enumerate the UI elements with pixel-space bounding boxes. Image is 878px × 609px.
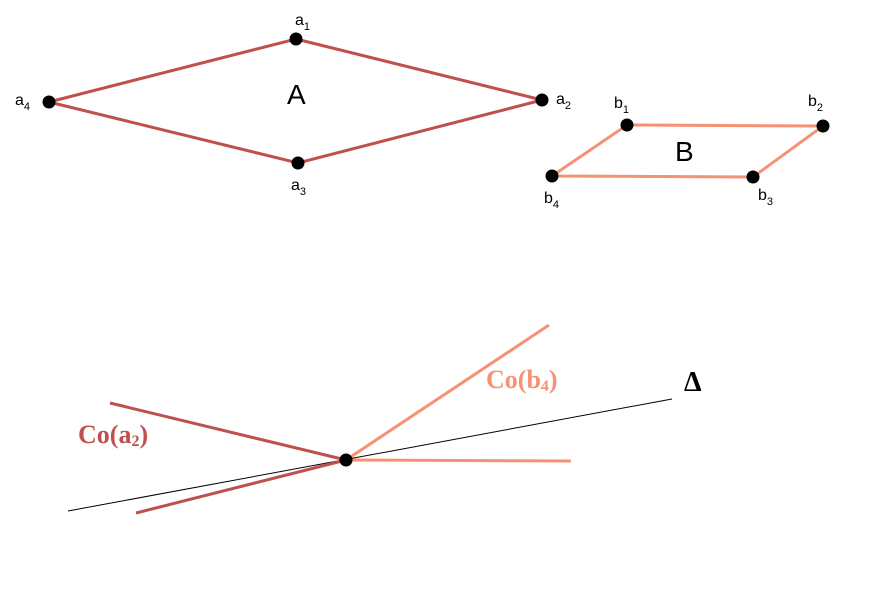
- line-delta-label: Δ: [684, 367, 702, 398]
- vertex-label-a1: a1: [295, 12, 310, 33]
- vertex-label-b3: b3: [758, 187, 773, 208]
- cone-a-ray-lower: [135, 458, 347, 515]
- vertex-b1: [620, 118, 634, 132]
- line-delta: [67, 398, 673, 512]
- vertex-a2: [535, 93, 549, 107]
- cone-b-label: Co(b4): [486, 365, 558, 395]
- cone-apex: [339, 453, 353, 467]
- polygon-a-label: A: [287, 79, 306, 110]
- vertex-b2: [816, 119, 830, 133]
- vertex-a3: [291, 156, 305, 170]
- vertex-b3: [746, 170, 760, 184]
- polygon-b-label: B: [675, 136, 694, 167]
- vertex-label-a3: a3: [291, 177, 306, 198]
- cone-a-label: Co(a2): [78, 420, 148, 450]
- vertex-label-a4: a4: [15, 92, 30, 113]
- vertex-b4: [545, 169, 559, 183]
- vertex-a1: [289, 32, 303, 46]
- cone-b-ray-upper: [345, 323, 550, 462]
- vertex-label-b1: b1: [614, 95, 629, 116]
- cone-b-ray-horizontal: [345, 458, 572, 463]
- vertex-label-a2: a2: [556, 91, 571, 112]
- vertex-label-b4: b4: [544, 190, 559, 211]
- vertex-label-b2: b2: [808, 93, 823, 114]
- cone-a-ray-upper: [109, 401, 347, 462]
- vertex-a4: [42, 95, 56, 109]
